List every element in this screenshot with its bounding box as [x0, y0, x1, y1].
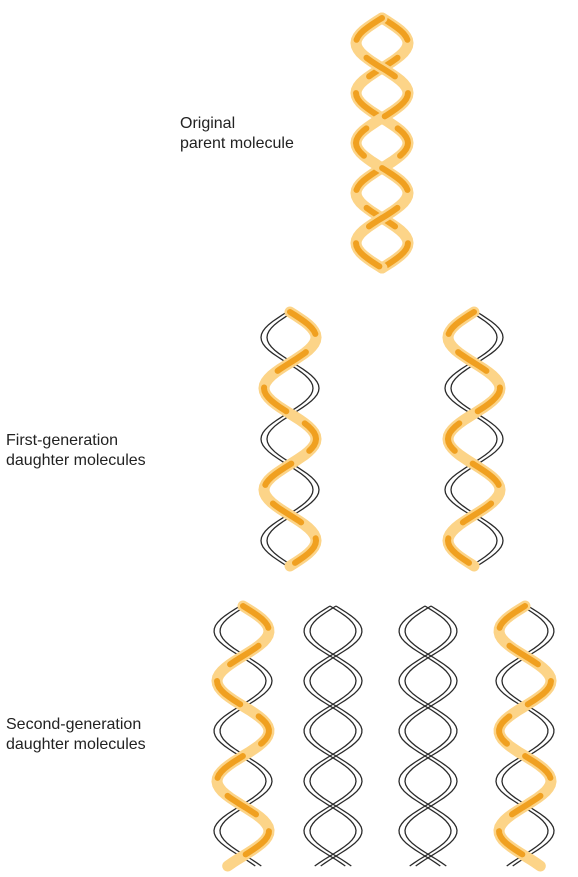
first-generation-group	[258, 306, 506, 572]
first-generation-molecule-1-new-strand-2-edge-a	[260, 311, 314, 567]
first-generation-molecule-1-parent-strand-1-ribbon-shade	[260, 309, 320, 569]
first-generation-molecule-2	[442, 306, 506, 572]
second-generation-molecule-3-new-strand-1-edge-a	[398, 605, 452, 867]
second-generation-molecule-3-new-strand-2-edge-b	[404, 605, 458, 867]
first-generation-molecule-2-new-strand-1-edge-b	[450, 311, 504, 567]
second-generation-molecule-4-new-strand-1-edge-b	[501, 605, 555, 867]
second-generation-molecule-1-parent-strand-1-ribbon-shade	[213, 603, 273, 869]
second-generation-molecule-4-new-strand-1-edge-a	[495, 605, 549, 867]
first-generation-molecule-2-parent-strand-2-ribbon-shade	[444, 309, 504, 569]
second-generation-molecule-2	[303, 605, 363, 867]
second-generation-molecule-1	[211, 600, 275, 872]
original-generation-group	[350, 12, 414, 274]
original-label-line-1: Original	[180, 115, 236, 132]
first-generation-molecule-1	[258, 306, 322, 572]
second-generation-molecule-1-new-strand-2-edge-a	[213, 605, 267, 867]
second-generation-molecule-3	[398, 605, 458, 867]
original-parent-label: Original parent molecule	[180, 114, 294, 154]
second-generation-label-line-2: daughter molecules	[6, 736, 146, 753]
original-molecule-1	[350, 12, 414, 274]
first-generation-molecule-2-parent-strand-2-ribbon	[442, 306, 506, 572]
first-generation-label-line-1: First-generation	[6, 432, 119, 449]
first-generation-label-line-2: daughter molecules	[6, 452, 146, 469]
second-generation-molecule-3-new-strand-1-edge-b	[404, 605, 458, 867]
second-generation-molecule-2-new-strand-2-edge-b	[309, 605, 363, 867]
first-generation-molecule-2-new-strand-1-edge-a	[444, 311, 498, 567]
second-generation-molecule-2-new-strand-1-edge-b	[309, 605, 363, 867]
second-generation-molecule-2-new-strand-2-edge-a	[303, 605, 357, 867]
second-generation-label: Second-generation daughter molecules	[6, 715, 146, 755]
second-generation-molecule-2-new-strand-1-edge-a	[303, 605, 357, 867]
second-generation-molecule-4	[493, 600, 557, 872]
second-generation-molecule-4-parent-strand-2-ribbon-shade	[495, 603, 555, 869]
second-generation-group	[211, 600, 557, 872]
second-generation-molecule-3-new-strand-2-edge-a	[398, 605, 452, 867]
second-generation-molecule-1-new-strand-2-edge-b	[219, 605, 273, 867]
original-molecule-1-parent-strand-1-ribbon-shade	[352, 15, 412, 271]
first-generation-label: First-generation daughter molecules	[6, 431, 146, 471]
first-generation-molecule-1-parent-strand-1-ribbon	[258, 306, 322, 572]
original-label-line-2: parent molecule	[180, 135, 294, 152]
second-generation-label-line-1: Second-generation	[6, 716, 142, 733]
first-generation-molecule-1-new-strand-2-edge-b	[266, 311, 320, 567]
original-molecule-1-parent-strand-2-ribbon-shade	[352, 15, 412, 271]
